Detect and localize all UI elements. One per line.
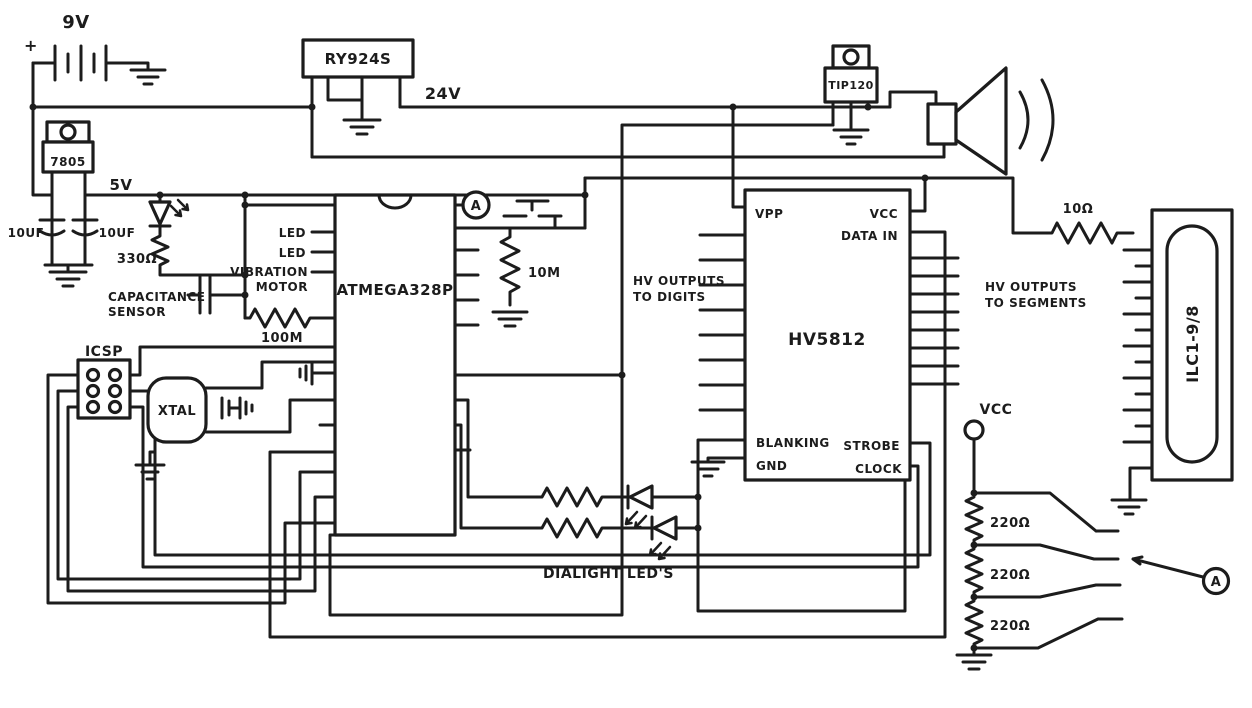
resistor-330-icon [150, 231, 170, 272]
mcu-pin-vib-label-2: MOTOR [256, 280, 308, 294]
resistor-220-icon [964, 595, 984, 650]
resistor-10m-icon [499, 226, 521, 307]
transistor-ground-icon [832, 128, 870, 146]
xtal-cap-ground-icon [220, 396, 254, 420]
speaker [888, 66, 1055, 176]
resistor-10m: 10M [491, 226, 561, 328]
display-label: ILC1-9/8 [1183, 305, 1202, 383]
sensor-label-2: SENSOR [108, 305, 166, 319]
sound-wave-icon [1040, 78, 1055, 162]
pushbutton [502, 199, 563, 230]
battery-label: 9V [62, 12, 89, 33]
mcu-atmega328p: ATMEGA328P LED LED VIBRATION MOTOR A [230, 190, 491, 537]
module-ground-icon [342, 118, 382, 136]
xtal-label: XTAL [158, 404, 196, 419]
digits-caption-1: HV OUTPUTS [633, 274, 725, 288]
driver-ground-icon [690, 460, 726, 478]
mcu-pin-vib-label-1: VIBRATION [230, 265, 308, 279]
driver-pin-clock: CLOCK [855, 462, 902, 476]
driver-pin-blanking: BLANKING [756, 436, 830, 450]
cap-in-icon [38, 218, 66, 237]
battery-9v: 9V + [24, 12, 167, 86]
driver-pin-strobe: STROBE [843, 439, 900, 453]
battery-ground-icon [129, 68, 167, 86]
cap-out-icon [71, 218, 99, 237]
segments-caption-2: TO SEGMENTS [985, 296, 1087, 310]
regulator-ground-icon [48, 270, 88, 288]
voltage-regulator-7805: 7805 10UF 10UF 5V [8, 120, 136, 288]
wiring-nets [31, 61, 1050, 639]
selector-a-label: A [1211, 575, 1222, 590]
rail-24v-label: 24V [425, 84, 461, 103]
bias-chain: VCC 220Ω 220Ω 220Ω A [955, 402, 1231, 671]
resistor-10-label: 10Ω [1063, 202, 1094, 217]
resistor-100m: 100M [243, 307, 337, 346]
buzzer-module-ry924s: RY924S 24V [301, 38, 461, 159]
resistor-10m-ground-icon [491, 310, 529, 328]
power-led-330: 330Ω [117, 193, 247, 277]
capacitance-sensor: CAPACITANCE SENSOR [108, 275, 247, 319]
regulator-label: 7805 [50, 155, 85, 169]
resistor-10-icon [1046, 221, 1135, 245]
resistor-220-label-3: 220Ω [990, 619, 1030, 634]
probe-a-label: A [471, 199, 482, 214]
driver-pin-vcc: VCC [870, 207, 898, 221]
icsp-label: ICSP [85, 344, 123, 360]
resistor-330-label: 330Ω [117, 252, 157, 267]
led1-icon [628, 484, 654, 510]
selector-pole-icon [1131, 555, 1205, 579]
driver-pin-gnd: GND [756, 459, 787, 473]
driver-pin-data-in: DATA IN [841, 229, 898, 243]
digits-caption-2: TO DIGITS [633, 290, 706, 304]
icsp-header: ICSP [76, 344, 166, 481]
transistor-tip120: TIP120 [823, 44, 879, 146]
resistor-100m-icon [243, 307, 337, 329]
crystal-xtal: XTAL [146, 360, 337, 444]
resistor-10m-label: 10M [528, 266, 561, 281]
cap-in-label: 10UF [8, 226, 45, 240]
vfd-tube-icon [1165, 224, 1219, 464]
selector-a-terminal [1201, 566, 1231, 596]
rail-5v-label: 5V [109, 176, 132, 194]
segments-caption-1: HV OUTPUTS [985, 280, 1077, 294]
sound-wave-icon [1018, 90, 1030, 150]
filament-resistor-10: 10Ω [1046, 202, 1135, 245]
battery-plus-sign: + [24, 36, 38, 55]
icsp-ground-icon [134, 450, 166, 481]
driver-hv5812: HV5812 VPP VCC DATA IN BLANKING GND STRO… [633, 188, 1087, 482]
dialight-label: DIALIGHT LED'S [543, 566, 674, 582]
driver-pin-vpp: VPP [755, 207, 783, 221]
resistor-220-icon [964, 543, 984, 599]
sensor-label-1: CAPACITANCE [108, 290, 205, 304]
led1-resistor-icon [536, 486, 614, 508]
driver-label: HV5812 [788, 330, 866, 350]
speaker-cone-icon [954, 66, 1008, 176]
vfd-display-ilc198: ILC1-9/8 [1110, 208, 1234, 516]
transistor-label: TIP120 [828, 79, 874, 92]
mcu-ground-icon [298, 360, 337, 386]
resistor-220-icon [964, 491, 984, 547]
display-ground-icon [1110, 498, 1148, 516]
probe-a-terminal [461, 190, 491, 220]
vcc-terminal-label: VCC [980, 402, 1013, 418]
buzzer-module-label: RY924S [325, 50, 392, 68]
led-icon [148, 200, 172, 226]
mcu-label: ATMEGA328P [336, 281, 453, 299]
sensor-cap-icon [186, 275, 247, 315]
resistor-220-label-1: 220Ω [990, 516, 1030, 531]
resistor-220-label-2: 220Ω [990, 568, 1030, 583]
junction-dots [29, 103, 978, 652]
led2-icon [652, 515, 678, 541]
led2-resistor-icon [536, 517, 614, 539]
cap-out-label: 10UF [99, 226, 136, 240]
resistor-100m-label: 100M [261, 331, 303, 346]
vcc-terminal [963, 419, 985, 441]
mcu-pin-led1-label: LED [279, 226, 306, 240]
dialight-leds: DIALIGHT LED'S [536, 484, 700, 582]
mcu-pin-led2-label: LED [279, 246, 306, 260]
chip-notch-icon [377, 193, 413, 210]
